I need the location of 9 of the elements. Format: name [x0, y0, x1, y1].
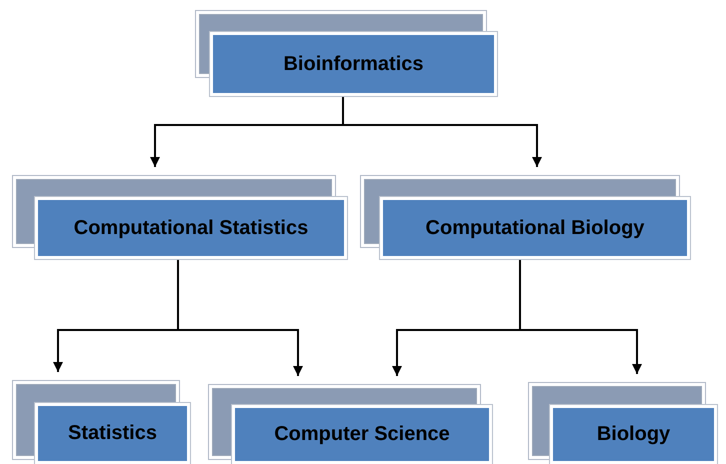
topic-label: Biology: [596, 423, 670, 446]
arrow: [519, 259, 642, 374]
topic-label: Computational Statistics: [74, 216, 308, 240]
topic-label: Computer Science: [274, 423, 450, 446]
arrow: [177, 259, 303, 376]
topic-label: Computational Biology: [426, 216, 644, 240]
topic-label: Statistics: [68, 422, 157, 445]
arrow: [342, 96, 542, 167]
topic-label: Bioinformatics: [283, 52, 424, 76]
